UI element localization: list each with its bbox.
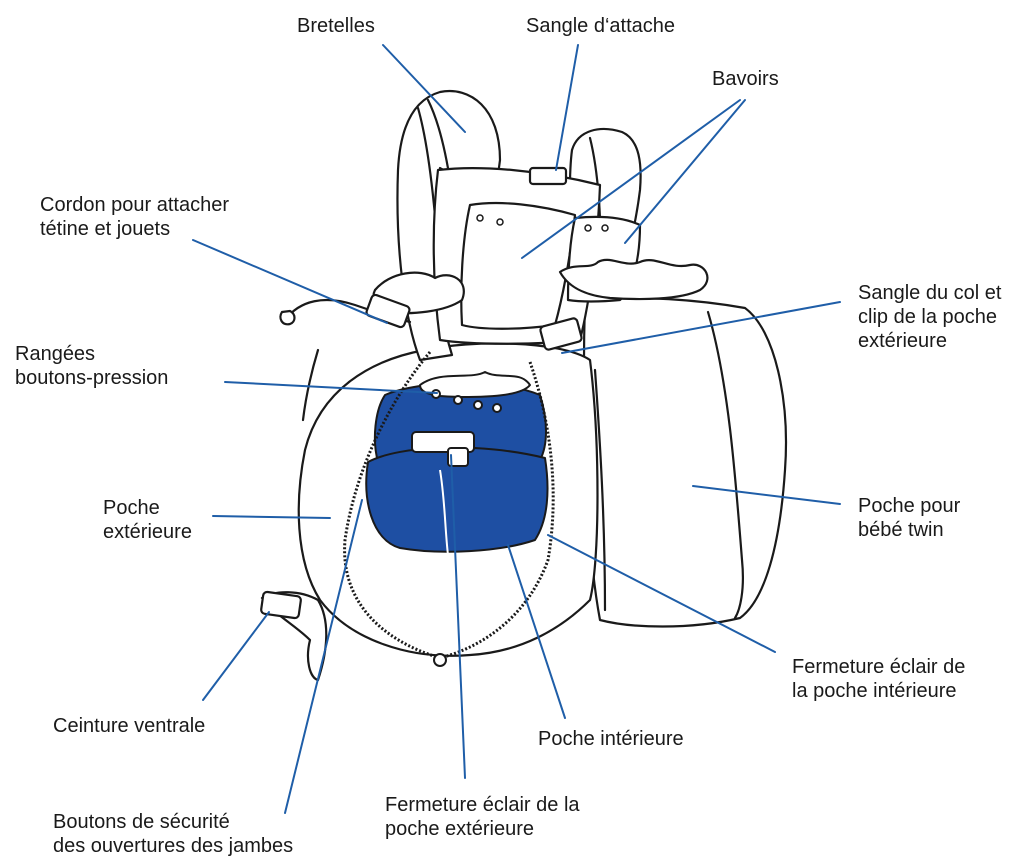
label-sangle-col-line2: clip de la poche bbox=[858, 305, 1001, 329]
bib-hole-1 bbox=[477, 215, 483, 221]
label-boutons-securite-line1: Boutons de sécurité bbox=[53, 810, 293, 834]
bib-hole-2 bbox=[497, 219, 503, 225]
label-ceinture-text: Ceinture ventrale bbox=[53, 714, 205, 738]
twin-pocket-outline bbox=[584, 298, 786, 627]
label-sangle-col-line3: extérieure bbox=[858, 329, 1001, 353]
label-sangle-attache: Sangle d‘attache bbox=[526, 14, 675, 38]
label-fermeture-interieure-line2: la poche intérieure bbox=[792, 679, 965, 703]
pacifier-cord-end bbox=[280, 311, 294, 324]
attach-buckle bbox=[530, 168, 566, 184]
label-bavoirs-text: Bavoirs bbox=[712, 67, 779, 91]
bib-hole-3 bbox=[585, 225, 591, 231]
label-cordon-line2: tétine et jouets bbox=[40, 217, 229, 241]
label-fermeture-exterieure-line1: Fermeture éclair de la bbox=[385, 793, 580, 817]
label-poche-twin: Poche pour bébé twin bbox=[858, 494, 960, 542]
label-fermeture-exterieure-line2: poche extérieure bbox=[385, 817, 580, 841]
label-poche-twin-line1: Poche pour bbox=[858, 494, 960, 518]
bib-hole-4 bbox=[602, 225, 608, 231]
snap-4 bbox=[493, 404, 501, 412]
label-fermeture-interieure: Fermeture éclair de la poche intérieure bbox=[792, 655, 965, 703]
label-poche-exterieure-line1: Poche bbox=[103, 496, 192, 520]
leader-ceinture bbox=[203, 612, 269, 700]
label-poche-exterieure-line2: extérieure bbox=[103, 520, 192, 544]
label-poche-interieure: Poche intérieure bbox=[538, 727, 684, 751]
label-cordon-line1: Cordon pour attacher bbox=[40, 193, 229, 217]
snap-2 bbox=[454, 396, 462, 404]
label-sangle-attache-text: Sangle d‘attache bbox=[526, 14, 675, 38]
label-rangees-line1: Rangées bbox=[15, 342, 168, 366]
label-bavoirs: Bavoirs bbox=[712, 67, 779, 91]
label-fermeture-interieure-line1: Fermeture éclair de bbox=[792, 655, 965, 679]
label-poche-interieure-text: Poche intérieure bbox=[538, 727, 684, 751]
label-fermeture-exterieure: Fermeture éclair de la poche extérieure bbox=[385, 793, 580, 841]
snap-3 bbox=[474, 401, 482, 409]
label-rangees-line2: boutons-pression bbox=[15, 366, 168, 390]
label-bretelles-text: Bretelles bbox=[297, 14, 375, 38]
label-rangees: Rangées boutons-pression bbox=[15, 342, 168, 390]
label-bretelles: Bretelles bbox=[297, 14, 375, 38]
label-ceinture: Ceinture ventrale bbox=[53, 714, 205, 738]
label-sangle-col-line1: Sangle du col et bbox=[858, 281, 1001, 305]
label-cordon: Cordon pour attacher tétine et jouets bbox=[40, 193, 229, 241]
label-poche-exterieure: Poche extérieure bbox=[103, 496, 192, 544]
label-sangle-col: Sangle du col et clip de la poche extéri… bbox=[858, 281, 1001, 353]
label-boutons-securite: Boutons de sécurité des ouvertures des j… bbox=[53, 810, 293, 858]
left-bib bbox=[461, 203, 575, 329]
label-boutons-securite-line2: des ouvertures des jambes bbox=[53, 834, 293, 858]
left-side-strap bbox=[303, 350, 318, 420]
label-poche-twin-line2: bébé twin bbox=[858, 518, 960, 542]
snap-1 bbox=[432, 390, 440, 398]
zipper-pull bbox=[434, 654, 446, 666]
